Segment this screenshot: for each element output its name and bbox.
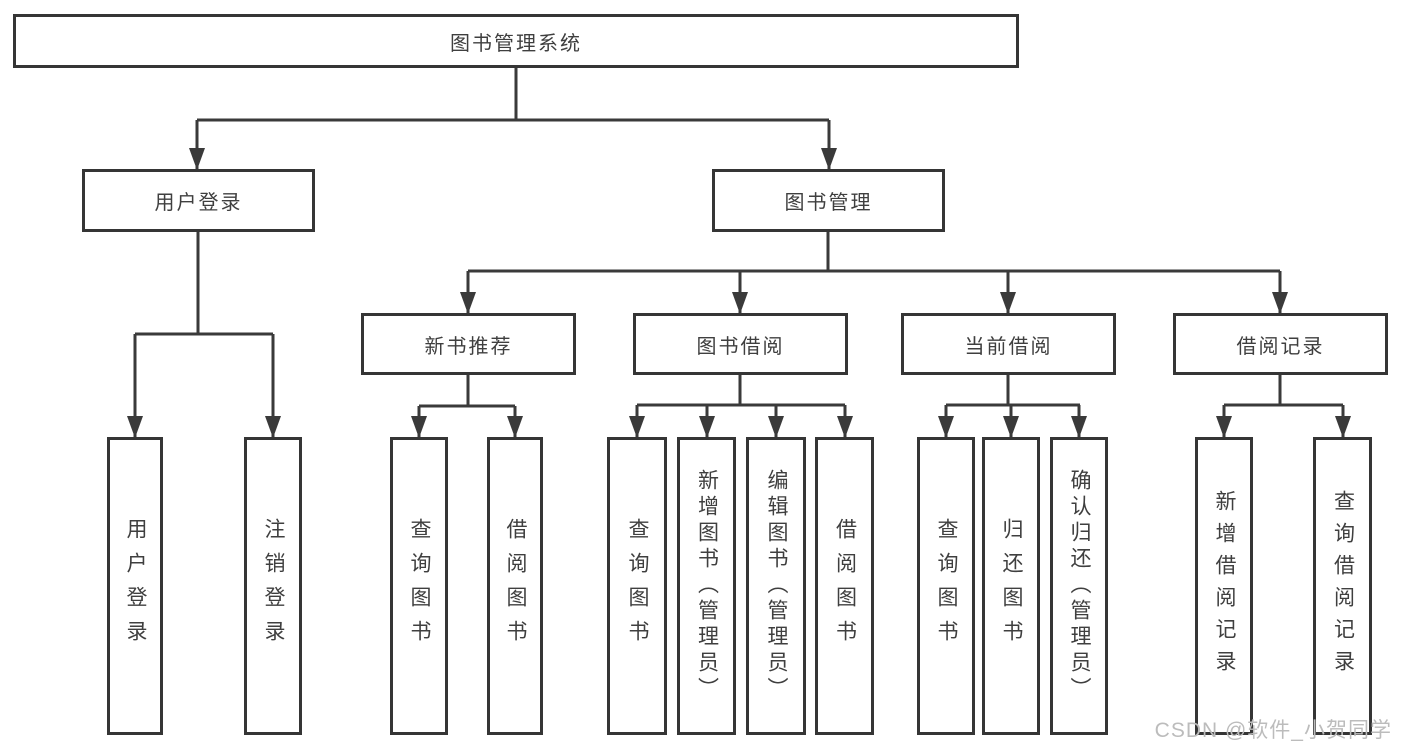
leaf-logout: 注销登录 [244,437,302,735]
leaf-add-borrow-record: 新增借阅记录 [1195,437,1253,735]
node-label: 图书管理 [784,192,873,214]
node-user-login: 用户登录 [82,169,315,232]
node-root-system: 图书管理系统 [13,14,1019,68]
leaf-query-books: 查询图书 [390,437,448,735]
node-current-borrow: 当前借阅 [901,313,1116,375]
csdn-watermark: CSDN @软件_小贺同学 [1154,719,1392,742]
node-label: 新增借阅记录 [1213,490,1236,682]
node-label: 借阅记录 [1236,335,1325,358]
node-label: 归还图书 [1000,518,1023,654]
edge-current-borrow-rail [946,375,1080,407]
node-label: 图书借阅 [696,335,785,358]
node-label: 用户登录 [124,518,147,654]
edge-book-borrow-rail [637,375,845,407]
edge-book-management-rail [468,232,1280,273]
leaf-add-books-admin: 新增图书（管理员） [677,437,736,735]
node-label: 图书管理系统 [450,32,582,55]
leaf-user-login: 用户登录 [107,437,163,735]
node-label: 用户登录 [154,192,243,214]
leaf-edit-books-admin: 编辑图书（管理员） [746,437,806,735]
node-label: 新书推荐 [424,335,513,358]
node-label: 注销登录 [262,518,285,654]
node-label: 查询图书 [935,518,958,654]
node-borrow-records: 借阅记录 [1173,313,1388,375]
leaf-query-borrow-record: 查询借阅记录 [1313,437,1372,735]
edge-root-rail [197,68,829,122]
node-label: 编辑图书（管理员） [765,469,788,703]
node-new-book-recommend: 新书推荐 [361,313,576,375]
node-book-management: 图书管理 [712,169,945,232]
node-label: 确认归还（管理员） [1068,469,1091,703]
leaf-confirm-return-admin: 确认归还（管理员） [1050,437,1108,735]
edge-new-book-rail [419,375,515,408]
edge-borrow-records-rail [1224,375,1343,407]
node-label: 查询图书 [408,518,431,654]
node-label: 借阅图书 [833,518,857,654]
node-label: 借阅图书 [504,518,527,654]
leaf-query-books: 查询图书 [607,437,667,735]
leaf-borrow-books: 借阅图书 [815,437,874,735]
edge-user-login-rail [135,232,273,336]
leaf-borrow-books: 借阅图书 [487,437,543,735]
node-label: 新增图书（管理员） [695,469,719,703]
node-label: 当前借阅 [964,335,1053,358]
node-book-borrow: 图书借阅 [633,313,848,375]
node-label: 查询借阅记录 [1331,490,1355,682]
node-label: 查询图书 [626,518,649,654]
leaf-query-books: 查询图书 [917,437,975,735]
leaf-return-books: 归还图书 [982,437,1040,735]
